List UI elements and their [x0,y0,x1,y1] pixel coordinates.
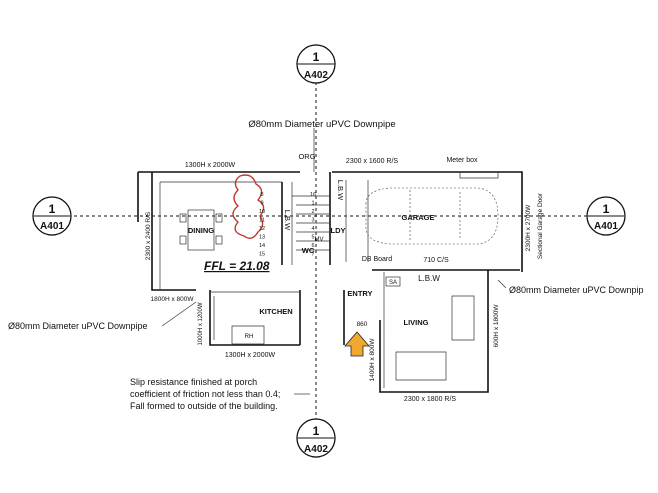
stair-number: 10 [259,209,265,215]
marker-left-sheet: A401 [40,221,64,232]
stair-number: 12 [259,226,265,232]
marker-bottom-number: 1 [313,424,320,438]
window-garage-top: 2300 x 1600 R/S [346,158,398,165]
window-living-bottom: 2300 x 1800 R/S [404,396,456,403]
marker-right-sheet: A401 [594,221,618,232]
door-860-label: 860 [357,321,368,328]
stair-number: 13 [259,235,265,241]
interior-lines [159,172,499,388]
downpipe-right-note: Ø80mm Diameter uPVC Downpip [509,285,644,295]
room-kitchen: KITCHEN [259,307,292,316]
marker-left-number: 1 [49,202,56,216]
org-label: ORG [298,152,315,161]
window-dining-top: 1300H x 2000W [185,162,236,169]
stair-number: 2 [311,209,314,215]
marker-right-number: 1 [603,202,610,216]
marker-top-number: 1 [313,50,320,64]
downpipe-left-note: Ø80mm Diameter uPVC Downpipe [8,321,148,331]
rangehood-label: RH [245,334,254,340]
stair-number: 6 [311,243,314,249]
section-marker-left[interactable]: 1 A401 [32,196,72,236]
window-dining-left: 2300 x 2400 R/S [145,211,152,260]
meter-box-label: Meter box [446,157,478,164]
room-living: LIVING [403,318,428,327]
downpipe-top-note: Ø80mm Diameter uPVC Downpipe [248,119,395,130]
stair-number: 11 [259,218,265,224]
section-marker-right[interactable]: 1 A401 [586,196,626,236]
cs-710-label: 710 C/S [423,257,449,264]
room-dining: DINING [188,226,214,235]
stair-number: 15 [259,252,265,258]
stair-number: 3 [311,218,314,224]
db-board-label: DB Board [362,256,392,263]
lbw-garage: L.B.W [336,180,345,201]
room-laundry: LDY [331,226,346,235]
lbw-stair: L.B.W [283,210,292,231]
marker-top-sheet: A402 [304,70,328,81]
slip-note-line-3: Fall formed to outside of the building. [130,401,278,411]
window-kitchen-bottom: 1300H x 2000W [225,352,276,359]
window-kitchen-left: 1800H x 800W [151,296,195,303]
mv-label: MV [315,237,324,243]
window-kitchen-side: 1000H x 1200W [198,302,204,345]
marker-bottom-sheet: A402 [304,444,328,455]
stair-number: 1 [311,201,314,207]
smoke-alarm: SA [385,276,401,287]
stair-number: 14 [259,243,265,249]
ffl-label: FFL = 21.08 [204,259,270,273]
exterior-walls [137,171,523,393]
entry-arrow-icon [344,331,370,357]
room-garage: GARAGE [402,213,435,222]
sa-label: SA [389,280,397,286]
stair-number: 5 [311,235,314,241]
room-wc: WC [302,246,315,255]
section-marker-bottom[interactable]: 1 A402 [296,418,336,458]
stair-number: 8 [260,192,263,198]
revision-cloud [232,174,265,239]
stair-number: 4 [311,226,314,232]
sectional-garage-door: Sectional Garage Door [537,192,544,259]
lbw-lower: L.B.W [418,274,440,283]
leader-lines [161,128,507,395]
window-entry: 1400H x 800W [369,338,376,382]
dining-table [179,209,223,251]
stair-number: 9 [260,201,263,207]
section-marker-top[interactable]: 1 A402 [296,44,336,84]
slip-note-line-2: coefficient of friction not less than 0.… [130,389,280,399]
slip-note-line-1: Slip resistance finished at porch [130,377,257,387]
window-garage-right: 2300H x 2700W [525,204,532,251]
window-living-right: 600H x 1800W [493,304,500,348]
room-entry: ENTRY [347,289,372,298]
stair-number: 7 [311,252,314,258]
stair-number: 16 [310,192,316,198]
car-outline [365,187,499,245]
